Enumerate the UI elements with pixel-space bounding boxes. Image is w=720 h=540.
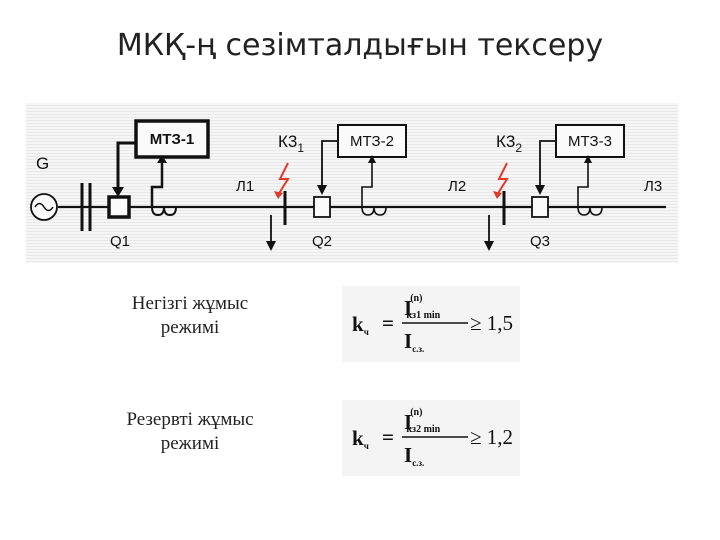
ct1-feedback [150,157,164,207]
line-l1-label: Л1 [236,178,254,195]
fault-arrow-1 [277,162,290,196]
generator-symbol [30,193,58,221]
formula-main-equals: = [382,311,394,335]
fault-arrow-2 [496,162,509,196]
mtz1-trip-link [116,141,136,193]
diagram-svg: G Q1 МТЗ-1 Л1 К31 Q2 МТЗ-2 Л2 [26,103,678,263]
ct2-arrow [368,155,376,163]
formula-reserve-lhs: kч [352,426,369,451]
formula-reserve-equals: = [382,425,394,449]
formula-reserve-denominator: Iс.з. [404,443,424,468]
fault-k3-1-label: К31 [278,132,304,155]
breaker-q2-label: Q2 [312,233,332,250]
relay-mtz3-label: МТЗ-3 [568,133,612,150]
breaker-q1 [107,195,131,219]
breaker-q1-label: Q1 [110,233,130,250]
generator-label: G [36,154,49,173]
mode-reserve-label: Резервті жұмыс режимі [90,408,290,456]
formula-main-svg: kч = I(n)кз1 min Iс.з. ≥ 1,5 [342,286,520,362]
line-l2-label: Л2 [448,178,466,195]
breaker-q3-label: Q3 [530,233,550,250]
mode-reserve-line1: Резервті жұмыс [126,409,254,430]
ct3-feedback [577,157,589,207]
mtz3-trip-link [539,140,556,191]
mtz2-trip-link [321,140,338,191]
mtz1-trip-arrow [112,187,124,197]
fault-ground-arrow-1 [266,241,276,251]
mtz3-trip-arrow [535,185,545,195]
mode-reserve-line2: режимі [160,433,220,454]
relay-mtz1 [134,119,210,159]
relay-mtz1-label: МТЗ-1 [150,131,194,148]
mode-main-line2: режимі [160,317,220,338]
fault-arrow-head-1 [274,191,283,199]
protection-diagram: G Q1 МТЗ-1 Л1 К31 Q2 МТЗ-2 Л2 [26,103,678,263]
ct3-arrow [584,155,592,163]
fault-ground-arrow-2 [484,241,494,251]
ct1-arrow [157,155,167,163]
formula-main-denominator: Iс.з. [404,329,424,354]
breaker-q3 [531,196,549,218]
page-title: МКҚ-ң сезімталдығын тексеру [116,28,604,63]
mode-main-line1: Негізгі жұмыс [131,293,249,314]
formula-reserve-numerator: I(n)кз2 min [404,407,441,435]
ct-3 [577,206,603,216]
formula-main-numerator: I(n)кз1 min [404,293,441,321]
formula-reserve-svg: kч = I(n)кз2 min Iс.з. ≥ 1,2 [342,400,520,476]
breaker-q2 [313,196,331,218]
formula-main-relation: ≥ 1,5 [470,311,513,335]
formula-main: kч = I(n)кз1 min Iс.з. ≥ 1,5 [342,286,520,362]
fault-k3-2-label: К32 [496,132,522,155]
formula-reserve-relation: ≥ 1,2 [470,425,513,449]
formula-reserve: kч = I(n)кз2 min Iс.з. ≥ 1,2 [342,400,520,476]
line-l3-label: Л3 [644,178,662,195]
fault-arrow-head-2 [493,191,502,199]
mode-main-label: Негізгі жұмыс режимі [90,292,290,340]
mtz2-trip-arrow [317,185,327,195]
formula-main-lhs: kч [352,312,369,337]
relay-mtz2-label: МТЗ-2 [350,133,394,150]
ct-1 [151,206,177,217]
ct2-feedback [361,157,373,207]
ct-2 [361,206,387,216]
